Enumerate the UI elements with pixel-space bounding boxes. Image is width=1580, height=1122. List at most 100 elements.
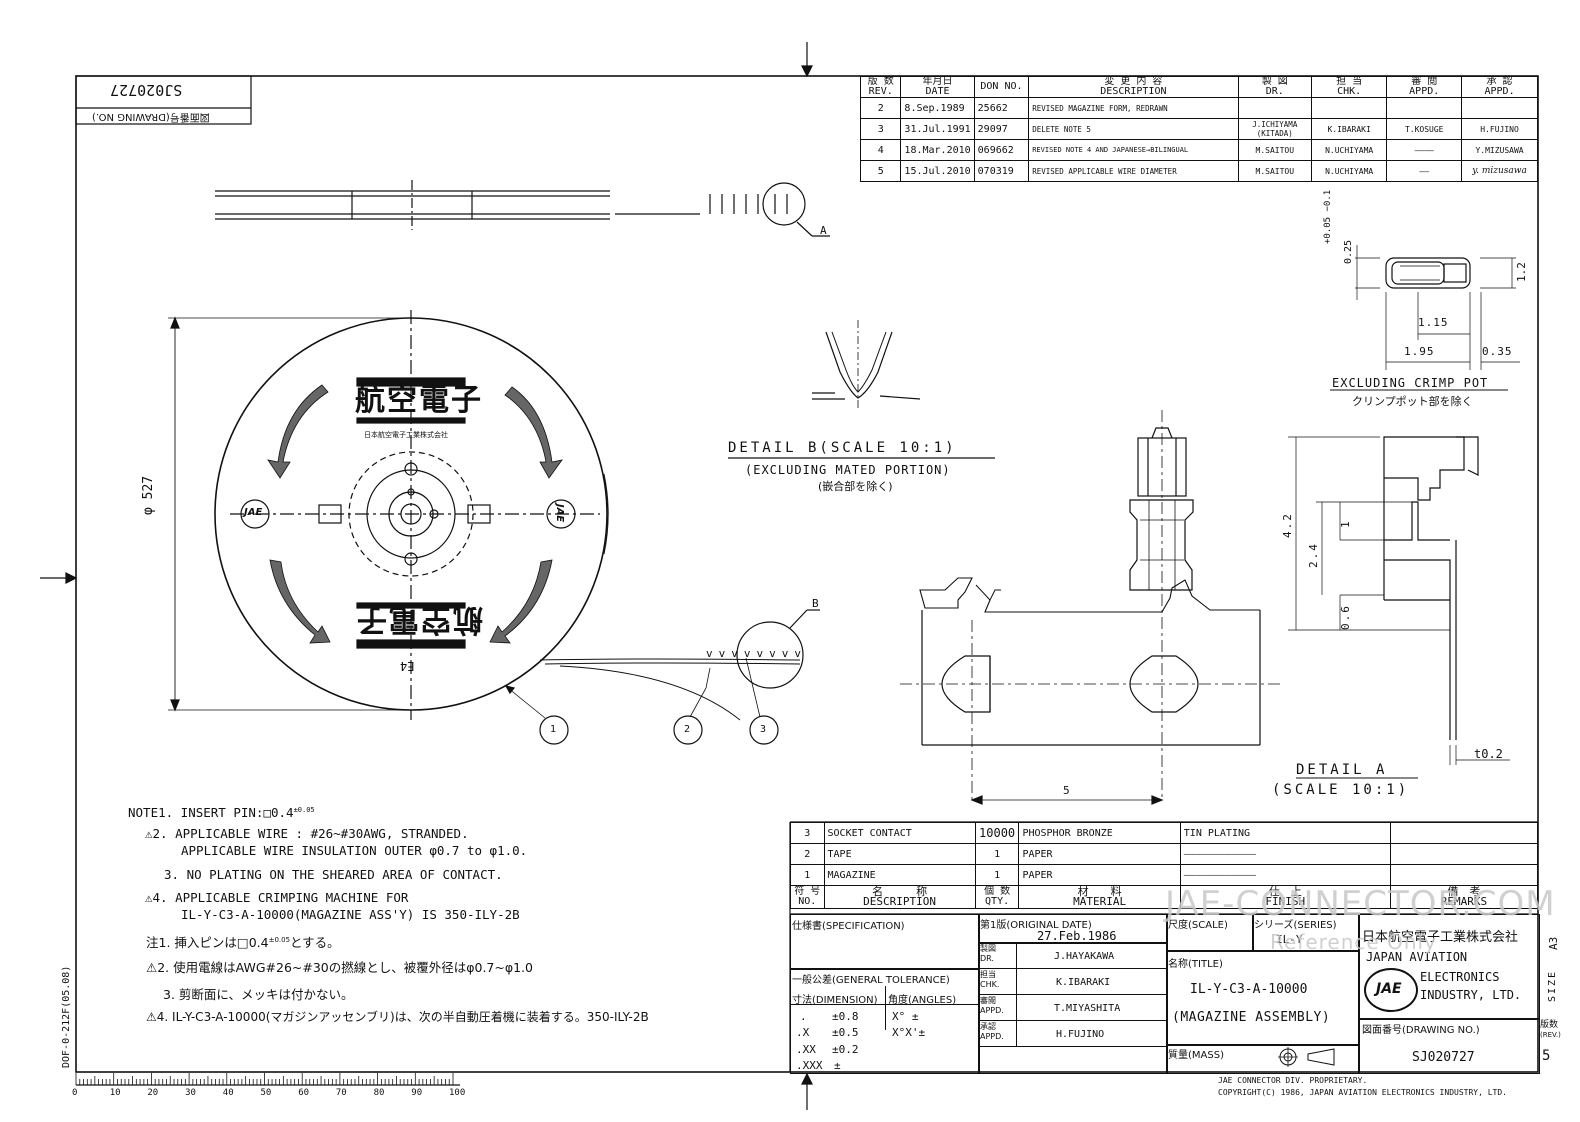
series-label: シリーズ(SERIES) bbox=[1254, 920, 1337, 931]
original-date-cell bbox=[978, 914, 1168, 944]
series-cell bbox=[1252, 914, 1360, 952]
jae-logo-icon: JAE bbox=[1364, 968, 1418, 1012]
note-jp-3: 3. 剪断面に、メッキは付かない。 bbox=[163, 987, 354, 1002]
watermark-reference: Reference Only bbox=[1270, 930, 1437, 954]
general-tolerance-label: 一般公差(GENERAL TOLERANCE) bbox=[792, 975, 950, 986]
footer-copyright: COPYRIGHT(C) 1986, JAPAN AVIATION ELECTR… bbox=[1218, 1088, 1507, 1097]
tape-contacts: vvvvvvvv bbox=[706, 647, 807, 660]
callout-1: 1 bbox=[550, 724, 557, 735]
excluding-crimp-pot-label-jp: クリンプポット部を除く bbox=[1352, 395, 1473, 408]
tolerance-vdivider bbox=[885, 986, 886, 1030]
dim-0-6: 0.6 bbox=[1339, 604, 1352, 630]
dim-0-35: 0.35 bbox=[1482, 345, 1513, 358]
sign-divider-1 bbox=[978, 968, 1166, 969]
projection-symbol-icon bbox=[1278, 1047, 1335, 1067]
detail-b-subtitle: (EXCLUDING MATED PORTION) bbox=[745, 463, 951, 477]
ruler-label: 70 bbox=[335, 1088, 347, 1098]
note-2: ⚠2. APPLICABLE WIRE : #26~#30AWG, STRAND… bbox=[145, 826, 469, 841]
mass-label: 質量(MASS) bbox=[1168, 1050, 1224, 1061]
drawing-no-cell bbox=[1358, 1018, 1540, 1074]
sign-name-3: H.FUJINO bbox=[1056, 1029, 1105, 1040]
drawing-no-box-label: 図面番号(DRAWING NO.) bbox=[92, 111, 210, 122]
rev-label: 版数(REV.) bbox=[1540, 1020, 1561, 1039]
sign-divider-2 bbox=[978, 994, 1166, 995]
note-4-cont: IL-Y-C3-A-10000(MAGAZINE ASS'Y) IS 350-I… bbox=[181, 907, 520, 922]
original-date: 27.Feb.1986 bbox=[1037, 929, 1117, 943]
note-jp-2: ⚠2. 使用電線はAWG#26~#30の撚線とし、被覆外径はφ0.7~φ1.0 bbox=[146, 960, 533, 975]
revision-row: 3 31.Jul.1991 29097 DELETE NOTE 5 J.ICHI… bbox=[859, 118, 1538, 140]
company-name-en-3: INDUSTRY, LTD. bbox=[1420, 988, 1522, 1002]
mass-cell bbox=[1166, 1044, 1360, 1074]
dim-2-4: 2.4 bbox=[1307, 542, 1320, 568]
dim-t0-2: t0.2 bbox=[1474, 747, 1503, 761]
signature: y. mizusawa bbox=[1461, 160, 1538, 182]
callout-3: 3 bbox=[760, 724, 767, 735]
tolerance-divider bbox=[790, 1004, 978, 1005]
tol-a-0: X° ± bbox=[892, 1010, 919, 1023]
note-jp-1: 注1. 挿入ピンは□0.4±0.05とする。 bbox=[146, 935, 340, 950]
dim-0-25: 0.25 bbox=[1343, 239, 1354, 264]
bom-row: 2 TAPE 1 PAPER ———————————— bbox=[790, 843, 1539, 865]
tol-d-0: . bbox=[800, 1010, 807, 1023]
tol-d-2: .XX bbox=[796, 1043, 816, 1056]
reel-diameter-label: φ 527 bbox=[141, 475, 156, 515]
watermark-site: JAE-CONNECTOR.COM bbox=[1165, 884, 1556, 924]
scale-cell bbox=[1166, 914, 1254, 952]
dim-4-2: 4.2 bbox=[1281, 512, 1294, 538]
footer-proprietary: JAE CONNECTOR DIV. PROPRIETARY. bbox=[1218, 1076, 1368, 1085]
reel-logo-sub: 日本航空電子工業株式会社 bbox=[364, 431, 448, 439]
tol-v-2: ±0.2 bbox=[832, 1043, 859, 1056]
rev-value: 5 bbox=[1542, 1048, 1551, 1064]
title-label: 名称(TITLE) bbox=[1168, 959, 1223, 970]
company-name-en-2: ELECTRONICS bbox=[1420, 970, 1500, 984]
reel-logo-bottom: 航空電子 bbox=[355, 602, 483, 637]
ruler-label: 80 bbox=[373, 1088, 385, 1098]
bom-row: 1 MAGAZINE 1 PAPER ———————————— bbox=[790, 864, 1539, 886]
ruler-label: 10 bbox=[109, 1088, 121, 1098]
revision-row: 4 18.Mar.2010 069662 REVISED NOTE 4 AND … bbox=[859, 139, 1538, 161]
drawing-no-box-value: SJ020727 bbox=[110, 81, 183, 99]
dim-1-15: 1.15 bbox=[1418, 316, 1449, 329]
excluding-crimp-pot-label: EXCLUDING CRIMP POT bbox=[1332, 376, 1489, 390]
detail-a-title: DETAIL A bbox=[1296, 762, 1388, 778]
sign-name-0: J.HAYAKAWA bbox=[1054, 951, 1115, 962]
sign-name-1: K.IBARAKI bbox=[1056, 977, 1111, 988]
sign-name-2: T.MIYASHITA bbox=[1054, 1003, 1121, 1014]
revision-row: 5 15.Jul.2010 070319 REVISED APPLICABLE … bbox=[859, 160, 1538, 182]
tol-a-1: X°X'± bbox=[892, 1026, 926, 1039]
company-name-en-1: JAPAN AVIATION bbox=[1366, 950, 1468, 964]
title-cell bbox=[1166, 950, 1360, 1046]
reel-code: E4 bbox=[400, 659, 415, 673]
company-cell bbox=[1358, 914, 1540, 1020]
note-1: NOTE1. INSERT PIN:□0.4±0.05 bbox=[128, 805, 315, 820]
ruler-label: 100 bbox=[449, 1088, 466, 1098]
tol-v-1: ±0.5 bbox=[832, 1026, 859, 1039]
tolerance-cell bbox=[790, 968, 980, 1074]
company-name-jp: 日本航空電子工業株式会社 bbox=[1362, 930, 1519, 945]
detail-a-scale: (SCALE 10:1) bbox=[1272, 782, 1410, 798]
size-value: A3 bbox=[1547, 936, 1560, 950]
note-jp-4: ⚠4. IL-Y-C3-A-10000(マガジンアッセンブリ)は、次の半自動圧着… bbox=[146, 1010, 649, 1024]
size-label: SIZE bbox=[1547, 969, 1558, 1002]
ruler-label: 50 bbox=[260, 1088, 272, 1098]
form-code: DOF-0-212F(05.08) bbox=[61, 965, 72, 1068]
callout-2: 2 bbox=[684, 724, 691, 735]
tol-v-0: ±0.8 bbox=[832, 1010, 859, 1023]
callout-b-label: B bbox=[812, 597, 819, 610]
angles-label: 角度(ANGLES) bbox=[888, 995, 957, 1006]
title-part-number: IL-Y-C3-A-10000 bbox=[1190, 982, 1308, 997]
sign-divider-3 bbox=[978, 1020, 1166, 1021]
detail-b-subtitle-jp: (嵌合部を除く) bbox=[818, 480, 893, 493]
bom-table: 3 SOCKET CONTACT 10000 PHOSPHOR BRONZE T… bbox=[790, 822, 1539, 909]
reel-logo-top: 航空電子 bbox=[355, 383, 483, 418]
ruler-label: 20 bbox=[147, 1088, 159, 1098]
series-value: IL-Y bbox=[1276, 933, 1303, 946]
drawing-no-value: SJ020727 bbox=[1412, 1050, 1475, 1065]
note-3: 3. NO PLATING ON THE SHEARED AREA OF CON… bbox=[164, 867, 503, 882]
